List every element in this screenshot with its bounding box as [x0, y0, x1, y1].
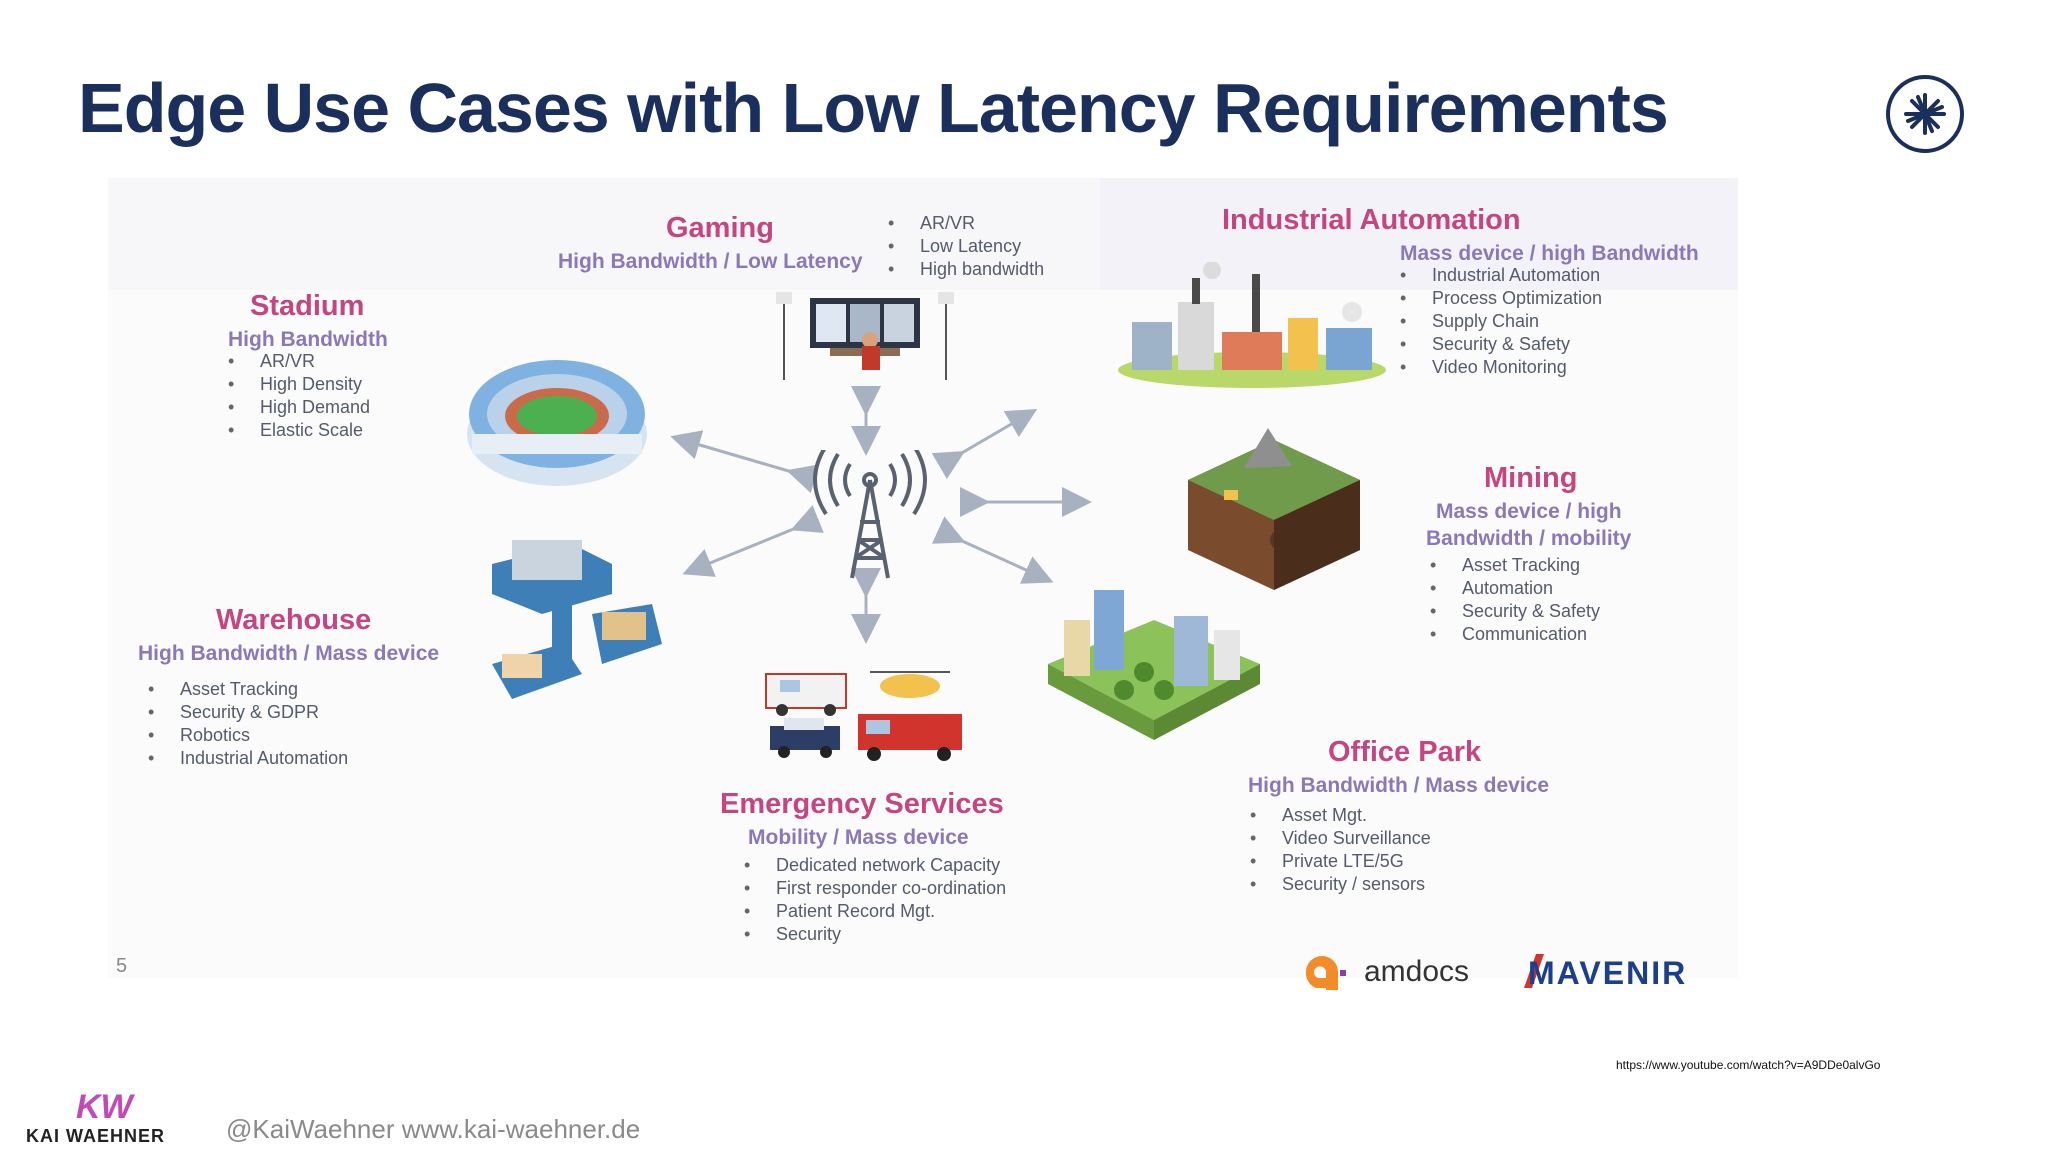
- list-item: Asset Tracking: [1430, 554, 1600, 577]
- source-url[interactable]: https://www.youtube.com/watch?v=A9DDe0al…: [1616, 1058, 1881, 1072]
- list-item: High bandwidth: [888, 258, 1044, 281]
- emergency-subheading: Mobility / Mass device: [748, 826, 969, 849]
- mavenir-logo: MAVENIR: [1528, 955, 1688, 991]
- list-item: Security: [744, 923, 1006, 946]
- stadium-subheading: High Bandwidth: [228, 328, 388, 351]
- list-item: Video Monitoring: [1400, 356, 1602, 379]
- mavenir-mark-icon: [1522, 952, 1556, 990]
- list-item: Security & Safety: [1430, 600, 1600, 623]
- gaming-setup-illustration: [776, 292, 954, 380]
- list-item: Automation: [1430, 577, 1600, 600]
- office-park-illustration: [1048, 590, 1260, 740]
- list-item: Private LTE/5G: [1250, 850, 1431, 873]
- amdocs-logo-icon: [1298, 950, 1348, 994]
- stadium-bullets: AR/VR High Density High Demand Elastic S…: [228, 350, 370, 442]
- list-item: AR/VR: [228, 350, 370, 373]
- list-item: Elastic Scale: [228, 419, 370, 442]
- stadium-illustration: [467, 360, 647, 486]
- gaming-subheading: High Bandwidth / Low Latency: [558, 250, 863, 273]
- cell-tower-icon: [813, 450, 927, 579]
- list-item: High Demand: [228, 396, 370, 419]
- stadium-heading: Stadium: [250, 290, 365, 322]
- page-title: Edge Use Cases with Low Latency Requirem…: [78, 69, 1669, 147]
- warehouse-illustration: [492, 540, 662, 699]
- amdocs-logo: amdocs: [1364, 955, 1470, 988]
- list-item: Dedicated network Capacity: [744, 854, 1006, 877]
- warehouse-bullets: Asset Tracking Security & GDPR Robotics …: [148, 678, 348, 770]
- emergency-heading: Emergency Services: [720, 788, 1004, 820]
- list-item: High Density: [228, 373, 370, 396]
- warehouse-heading: Warehouse: [216, 604, 372, 636]
- list-item: Video Surveillance: [1250, 827, 1431, 850]
- list-item: Supply Chain: [1400, 310, 1602, 333]
- gaming-heading: Gaming: [666, 212, 774, 244]
- list-item: Communication: [1430, 623, 1600, 646]
- list-item: Security & Safety: [1400, 333, 1602, 356]
- warehouse-subheading: High Bandwidth / Mass device: [138, 642, 440, 665]
- kw-logo: KW: [76, 1088, 133, 1126]
- list-item: Patient Record Mgt.: [744, 900, 1006, 923]
- mining-subheading-1: Mass device / high: [1436, 500, 1622, 523]
- list-item: Process Optimization: [1400, 287, 1602, 310]
- emergency-vehicles-illustration: [765, 671, 962, 761]
- list-item: Asset Tracking: [148, 678, 348, 701]
- list-item: Robotics: [148, 724, 348, 747]
- network-arrows: [670, 386, 1092, 644]
- industrial-subheading: Mass device / high Bandwidth: [1400, 242, 1699, 265]
- industrial-bullets: Industrial Automation Process Optimizati…: [1400, 264, 1602, 379]
- list-item: Security / sensors: [1250, 873, 1431, 896]
- industrial-heading: Industrial Automation: [1222, 204, 1521, 236]
- page-number: 5: [116, 955, 128, 977]
- office-bullets: Asset Mgt. Video Surveillance Private LT…: [1250, 804, 1431, 896]
- office-heading: Office Park: [1328, 736, 1482, 768]
- brand-name: KAI WAEHNER: [26, 1126, 166, 1146]
- mining-bullets: Asset Tracking Automation Security & Saf…: [1430, 554, 1600, 646]
- office-subheading: High Bandwidth / Mass device: [1248, 774, 1550, 797]
- mining-illustration: [1188, 428, 1360, 590]
- star-burst-icon: [1886, 75, 1964, 153]
- list-item: First responder co-ordination: [744, 877, 1006, 900]
- emergency-bullets: Dedicated network Capacity First respond…: [744, 854, 1006, 946]
- list-item: Asset Mgt.: [1250, 804, 1431, 827]
- footer-handle: @KaiWaehner www.kai-waehner.de: [226, 1114, 641, 1144]
- mining-subheading-2: Bandwidth / mobility: [1426, 527, 1632, 550]
- mining-heading: Mining: [1484, 462, 1578, 494]
- list-item: Industrial Automation: [148, 747, 348, 770]
- gaming-bullets: AR/VR Low Latency High bandwidth: [888, 212, 1044, 281]
- factory-illustration: [1118, 262, 1386, 388]
- list-item: Security & GDPR: [148, 701, 348, 724]
- list-item: Industrial Automation: [1400, 264, 1602, 287]
- list-item: Low Latency: [888, 235, 1044, 258]
- list-item: AR/VR: [888, 212, 1044, 235]
